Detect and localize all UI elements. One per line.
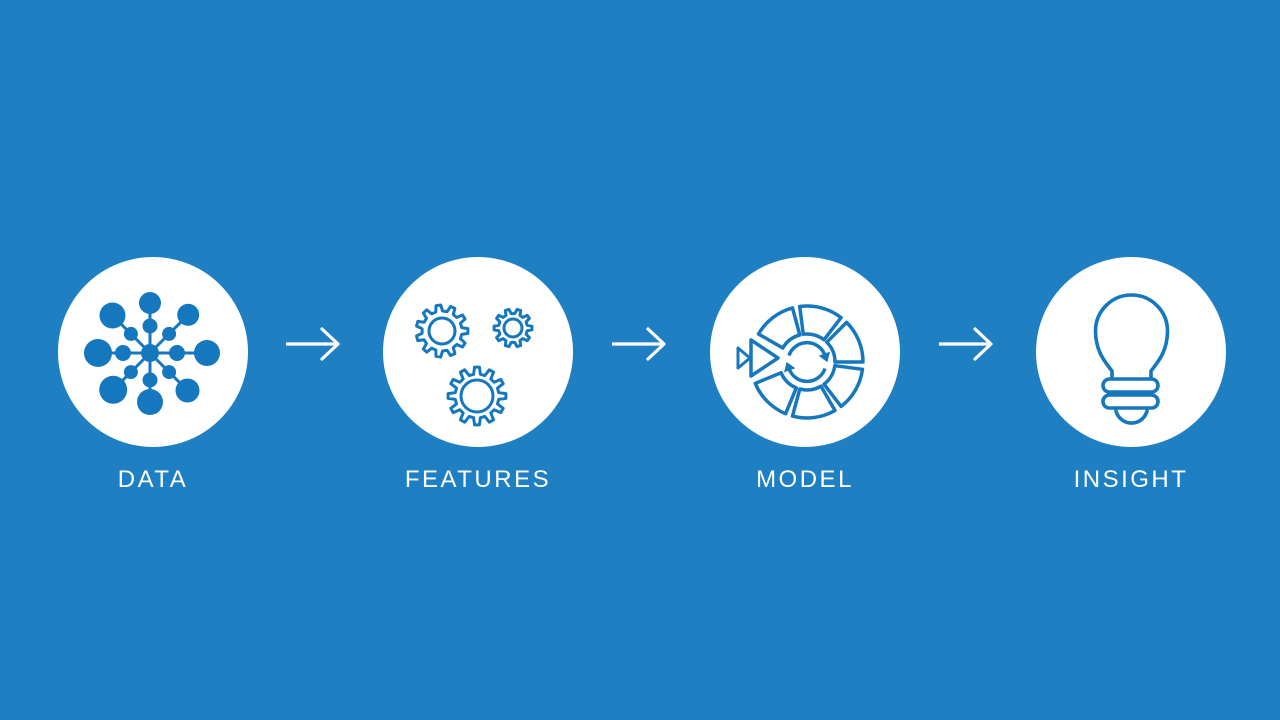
arrow-right-icon <box>612 327 666 361</box>
data-network-icon <box>84 292 220 415</box>
refresh-arrowhead <box>784 361 796 373</box>
play-triangle-large <box>749 338 780 378</box>
arrow-right-icon <box>286 327 340 361</box>
step-circle-features <box>383 257 573 447</box>
refresh-arc-bottom <box>787 367 827 384</box>
step-label-features: FEATURES <box>404 466 552 493</box>
step-features: FEATURES <box>383 257 573 507</box>
step-label-insight: INSIGHT <box>1073 466 1189 493</box>
step-circle-insight <box>1036 257 1226 447</box>
refresh-arrowhead <box>818 351 830 363</box>
model-cycle-icon <box>736 304 865 420</box>
step-model: MODEL <box>710 257 900 507</box>
play-triangle-small <box>736 346 752 370</box>
arrow-right-icon <box>939 327 993 361</box>
step-circle-model <box>710 257 900 447</box>
step-circle-data <box>58 257 248 447</box>
lightbulb-icon <box>1093 293 1170 425</box>
step-data: DATA <box>58 257 248 507</box>
step-label-data: DATA <box>117 466 189 493</box>
step-label-model: MODEL <box>756 466 854 493</box>
gears-icon <box>415 303 534 427</box>
step-insight: INSIGHT <box>1036 257 1226 507</box>
refresh-arc-top <box>787 340 827 357</box>
